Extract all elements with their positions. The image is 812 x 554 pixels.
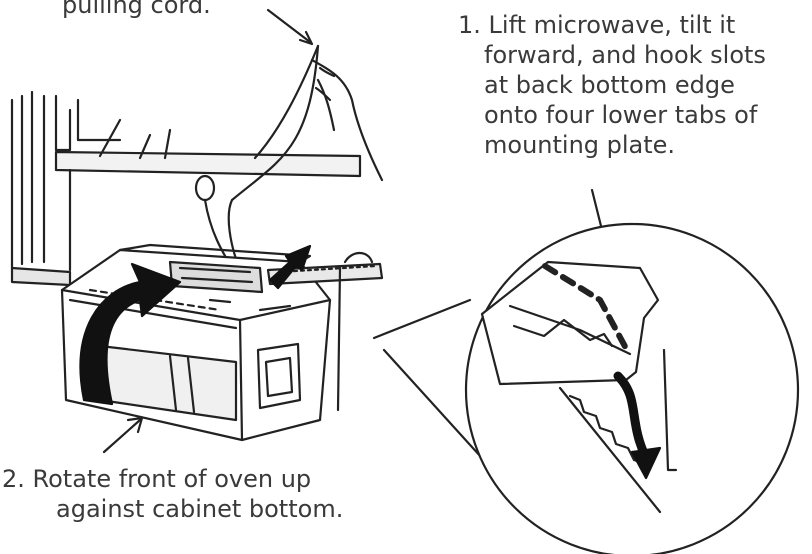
- step-2-line-2: against cabinet bottom.: [56, 495, 344, 523]
- step-1-line-4: onto four lower tabs of: [484, 101, 758, 129]
- step-2-instruction: 2. Rotate front of oven up against cabin…: [2, 464, 343, 524]
- cabinet-shelf: [54, 118, 362, 272]
- step-1-line-2: forward, and hook slots: [484, 41, 766, 69]
- pulling-cord-and-hand: [194, 8, 384, 282]
- push-arrow: [268, 244, 312, 290]
- front-pointer-arrow: [102, 416, 144, 454]
- magnified-detail: [372, 222, 800, 554]
- step-1-line-1: 1. Lift microwave, tilt it: [458, 11, 736, 39]
- step-2-line-1: 2. Rotate front of oven up: [2, 465, 312, 493]
- step-1-instruction: 1. Lift microwave, tilt it forward, and …: [458, 10, 766, 160]
- step-1-line-5: mounting plate.: [484, 131, 676, 159]
- caption-pulling-cord: pulling cord.: [62, 0, 211, 19]
- step-1-line-3: at back bottom edge: [484, 71, 735, 99]
- wall-cabinet-side: [10, 90, 122, 287]
- rotation-arrow: [79, 262, 182, 406]
